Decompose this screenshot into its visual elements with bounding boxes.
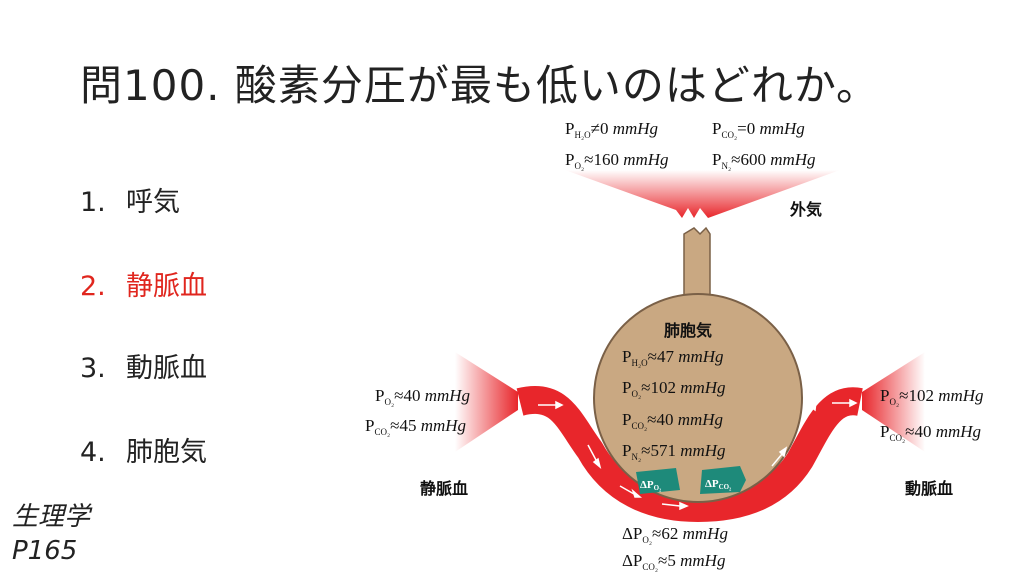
choice-4[interactable]: 4. 肺胞気 [80,430,207,469]
flow-arrows [538,398,858,511]
choice-4-text: 肺胞気 [126,437,207,468]
choice-1[interactable]: 1. 呼気 [80,180,180,219]
alveolus-ph2o: PH₂O≈47 mmHg [622,347,724,368]
outside-air-funnel [565,170,840,218]
alveolus-pn2: PN₂≈571 mmHg [622,441,726,462]
venous-funnel [455,352,518,452]
outside-air-label: 外気 [789,200,822,219]
question-title: 問100. 酸素分圧が最も低いのはどれか。 [80,61,880,110]
arterial-funnel [862,352,925,452]
alveolus-sphere [593,293,803,503]
choice-3[interactable]: 3. 動脈血 [80,346,207,385]
dpo2-badge: ΔPO₂ [636,468,680,494]
choice-2-number: 2. [80,271,106,302]
venous-po2: PO₂≈40 mmHg [375,386,470,407]
capillary-vessel [516,386,863,523]
alveolus-label: 肺胞気 [664,321,712,340]
gradient-dpco2: ΔPCO₂≈5 mmHg [622,551,725,572]
outside-pco2: PCO₂=0 mmHg [712,119,805,140]
arterial-pco2: PCO₂≈40 mmHg [880,422,981,443]
gradient-dpo2: ΔPO₂≈62 mmHg [622,524,728,545]
outside-pn2: PN₂≈600 mmHg [712,150,816,171]
textbook-reference: 生理学 P165 [12,500,90,568]
venous-pco2: PCO₂≈45 mmHg [365,416,466,437]
reference-page: P165 [12,536,78,566]
choice-1-text: 呼気 [126,187,180,218]
venous-label: 静脈血 [420,479,468,498]
dpco2-badge-label: ΔPCO₂ [705,478,731,491]
alveolus-po2: PO₂≈102 mmHg [622,378,726,399]
arterial-po2: PO₂≈102 mmHg [880,386,984,407]
choice-1-number: 1. [80,187,106,218]
dpco2-badge: ΔPCO₂ [700,466,746,494]
choice-2-text: 静脈血 [126,271,207,302]
outside-po2: PO₂≈160 mmHg [565,150,669,171]
choice-3-text: 動脈血 [126,353,207,384]
reference-book: 生理学 [12,502,91,532]
outside-ph2o: PH₂O≠0 mmHg [565,119,658,140]
arterial-label: 動脈血 [905,479,953,498]
choice-4-number: 4. [80,437,106,468]
dpo2-badge-label: ΔPO₂ [640,479,661,492]
choice-2[interactable]: 2. 静脈血 [80,264,207,303]
choice-3-number: 3. [80,353,106,384]
alveolus-pco2: PCO₂≈40 mmHg [622,410,723,431]
